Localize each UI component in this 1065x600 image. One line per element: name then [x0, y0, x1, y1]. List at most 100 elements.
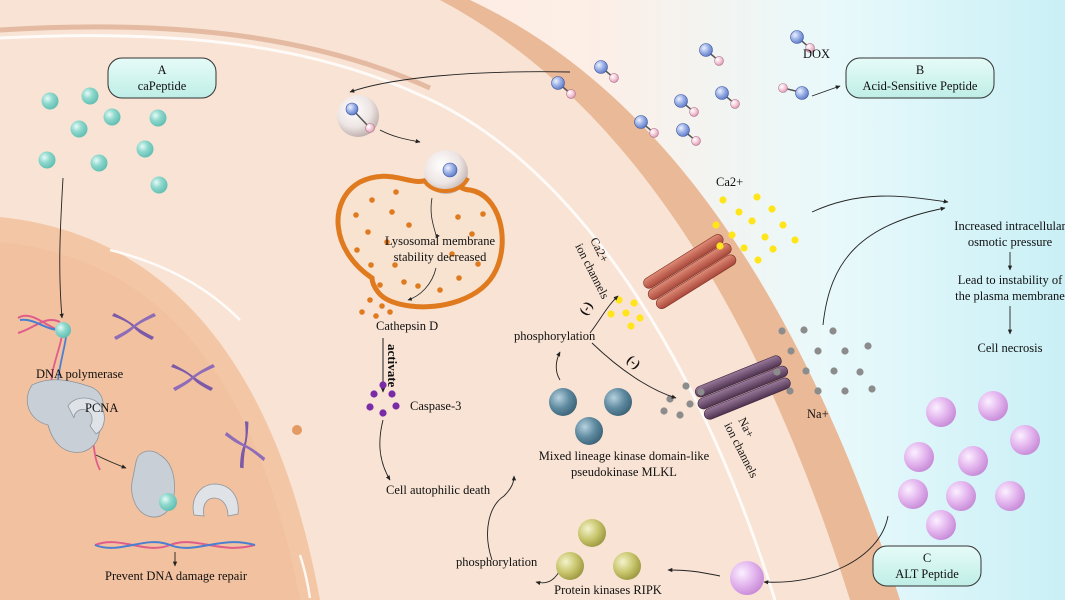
sodium-ion: [786, 387, 794, 395]
calcium-ion: [636, 314, 644, 322]
cathepsin-d-particle: [377, 282, 383, 288]
arrow-to-autophilic-death: [379, 419, 391, 481]
sodium-ion: [841, 387, 849, 395]
caspase-3-particle: [388, 390, 396, 398]
box-b: [845, 57, 995, 99]
dna-bottom-strand-2: [94, 541, 256, 549]
dna-polymerase-complex: [17, 314, 105, 471]
box-c-letter: C: [923, 551, 931, 565]
label-phosphorylation-upper: phosphorylation: [514, 329, 596, 343]
cathepsin-d-particle: [369, 197, 375, 203]
calcium-ion: [728, 231, 736, 239]
sodium-ion: [830, 367, 838, 375]
calcium-ion: [712, 221, 720, 229]
dox-molecule: [676, 123, 690, 137]
caspase-3-particle: [379, 381, 387, 389]
capeptide-particles: [38, 87, 168, 194]
capeptide-particle: [150, 176, 168, 194]
acid-sensitive-peptide: [691, 136, 701, 146]
label-ca-ion: Ca2+: [716, 175, 743, 189]
alt-peptide: [926, 510, 956, 540]
calcium-ion: [735, 208, 743, 216]
cathepsin-d-particle: [387, 309, 393, 315]
label-na-ion: Na+: [807, 407, 829, 421]
calcium-ion: [622, 309, 630, 317]
nucleus-inner: [0, 241, 300, 600]
box-a: [107, 57, 217, 99]
capeptide-particle: [81, 87, 99, 105]
capeptide-particle: [70, 120, 88, 138]
chromosome: [112, 313, 156, 340]
caspase-3-particle: [366, 403, 374, 411]
dox-molecule: [551, 76, 565, 90]
sodium-ion: [686, 400, 694, 408]
dox-molecule: [699, 43, 713, 57]
arrow-to-box-b: [811, 85, 841, 97]
alt-peptide: [946, 481, 976, 511]
capeptide-particle: [38, 151, 56, 169]
caspase-3-particles: [366, 381, 400, 417]
ripk-protein: [613, 552, 641, 580]
label-lysosome-1: Lysosomal membrane: [385, 234, 495, 248]
sodium-ion: [787, 347, 795, 355]
cathepsin-d-particle: [373, 313, 379, 319]
sodium-ion: [697, 388, 705, 396]
dox-peptides: [551, 30, 815, 146]
sodium-ion: [829, 327, 837, 335]
cathepsin-d-particle: [475, 261, 481, 267]
cathepsin-d-particle: [449, 251, 455, 257]
bound-capeptide: [55, 322, 71, 338]
dox-molecule: [790, 30, 804, 44]
sodium-ion: [841, 347, 849, 355]
arrow-inhibit-ca: [589, 295, 619, 334]
arrow-dox-in-lysosome: [430, 197, 440, 239]
arrow-lysosome-to-cathepsin: [407, 267, 437, 301]
cathepsin-d-particle: [384, 239, 390, 245]
cathepsin-d-particles: [353, 189, 486, 319]
calcium-ion: [754, 256, 762, 264]
calcium-ion: [740, 244, 748, 252]
label-prevent-repair: Prevent DNA damage repair: [105, 569, 248, 583]
cathepsin-d-particle: [469, 231, 475, 237]
arrow-inhibit-na: [591, 342, 677, 399]
dna-bottom: [94, 541, 256, 549]
label-pcna: PCNA: [85, 401, 118, 415]
sodium-ions: [660, 326, 876, 419]
mlkl-protein: [549, 388, 577, 416]
capeptide-particle: [41, 92, 59, 110]
label-lysosome-2: stability decreased: [394, 250, 487, 264]
capeptide-particle: [90, 154, 108, 172]
label-instability-2: the plasma membrane: [955, 289, 1065, 303]
lysosome-membrane: [335, 173, 505, 310]
alt-peptide: [958, 446, 988, 476]
arrow-na-to-osmotic: [822, 206, 946, 326]
nucleolus: [292, 425, 302, 435]
cathepsin-d-particle: [354, 247, 360, 253]
cathepsin-d-particle: [368, 262, 374, 268]
calcium-ion: [791, 236, 799, 244]
label-ripk: Protein kinases RIPK: [554, 583, 662, 597]
caspase-3-particle: [392, 402, 400, 410]
box-a-letter: A: [157, 63, 166, 77]
arrow-alt-entry: [763, 515, 889, 585]
mlkl-proteins: [549, 388, 632, 445]
chromosome: [224, 421, 266, 469]
cathepsin-d-particle: [393, 189, 399, 195]
dox-molecule: [634, 115, 648, 129]
sodium-ion: [856, 368, 864, 376]
cathepsin-d-particle: [406, 222, 412, 228]
label-activate: activate: [385, 344, 400, 388]
box-b-letter: B: [916, 63, 924, 77]
label-mlkl-1: Mixed lineage kinase domain-like: [539, 449, 710, 463]
cathepsin-d-particle: [437, 287, 443, 293]
acid-sensitive-peptide: [778, 83, 788, 93]
cathepsin-d-particle: [456, 275, 462, 281]
acid-sensitive-peptide: [566, 89, 576, 99]
acid-sensitive-peptide: [689, 107, 699, 117]
pcna-ring: [67, 397, 105, 435]
arrow-to-blocked-complex: [95, 454, 127, 469]
fusion-rim: [422, 176, 470, 193]
mlkl-protein: [575, 417, 603, 445]
arrow-capeptide-to-dna: [59, 177, 64, 319]
